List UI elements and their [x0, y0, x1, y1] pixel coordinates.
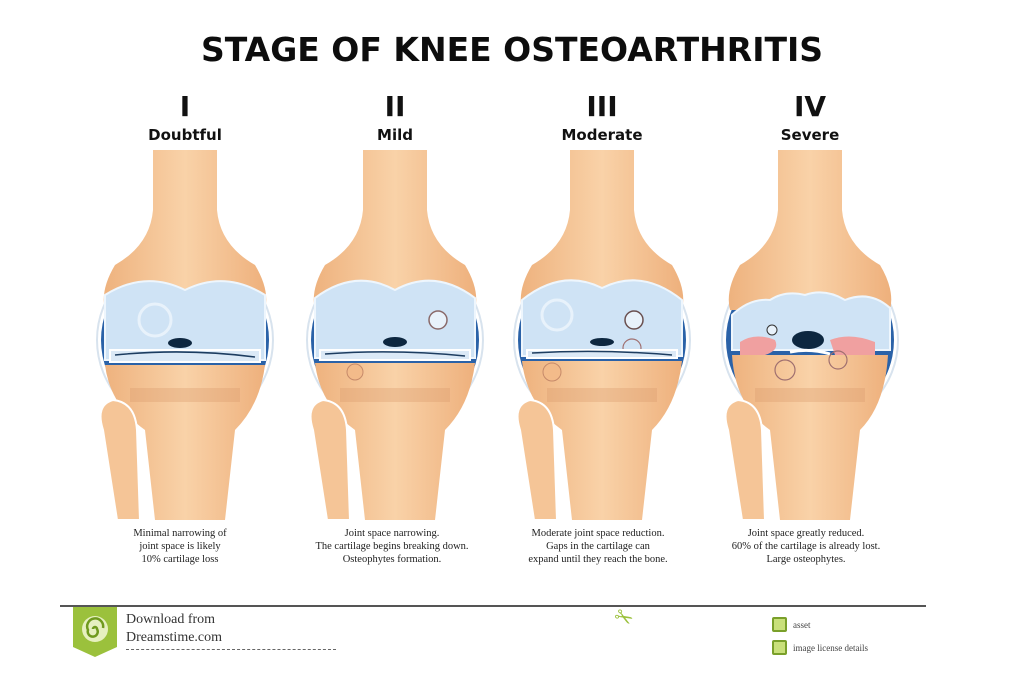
stage-numeral: IV — [793, 90, 827, 123]
stage-4-caption: Joint space greatly reduced. 60% of the … — [686, 527, 926, 566]
legend-item-1: asset — [772, 617, 811, 632]
caption-line: The cartilage begins breaking down. — [315, 541, 469, 552]
caption-line: 60% of the cartilage is already lost. — [731, 541, 881, 552]
caption-line: Joint space narrowing. — [344, 528, 440, 539]
legend-checkbox-icon — [772, 640, 787, 655]
knee-stage-3-illustration — [513, 150, 691, 520]
caption-line: Gaps in the cartilage can — [546, 541, 650, 552]
caption-line: Large osteophytes. — [766, 554, 846, 565]
knee-stage-4-illustration — [721, 150, 899, 520]
legend-label: image license details — [793, 642, 868, 653]
stage-2-caption: Joint space narrowing. The cartilage beg… — [272, 527, 512, 566]
caption-line: Joint space greatly reduced. — [747, 528, 865, 539]
stage-severity: Severe — [780, 126, 840, 144]
legend-item-2: image license details — [772, 640, 868, 655]
watermark-id-line — [126, 649, 336, 651]
stage-4: IV Severe — [705, 90, 915, 520]
stage-numeral: I — [179, 90, 191, 123]
caption-line: Osteophytes formation. — [342, 554, 442, 565]
page-title: STAGE OF KNEE OSTEOARTHRITIS — [200, 30, 824, 69]
watermark-line-1: Download from — [126, 612, 216, 627]
stage-severity: Doubtful — [148, 126, 222, 144]
stage-numeral: II — [384, 90, 406, 123]
stage-1: I Doubtful — [80, 90, 290, 520]
stage-severity: Mild — [377, 126, 413, 144]
stage-3-caption: Moderate joint space reduction. Gaps in … — [478, 527, 718, 566]
knee-stage-1-illustration — [96, 150, 274, 520]
caption-line: Moderate joint space reduction. — [531, 528, 665, 539]
stage-numeral: III — [586, 90, 618, 123]
stage-2: II Mild — [290, 90, 500, 520]
caption-line: joint space is likely — [139, 541, 221, 552]
knee-stage-2-illustration — [306, 150, 484, 520]
stage-3: III Moderate — [497, 90, 707, 520]
watermark-line-2: Dreamstime.com — [126, 630, 223, 645]
footer-divider — [60, 605, 926, 607]
dreamstime-logo-icon — [73, 607, 117, 657]
stage-1-caption: Minimal narrowing of joint space is like… — [60, 527, 300, 566]
stage-severity: Moderate — [561, 126, 643, 144]
legend-checkbox-icon — [772, 617, 787, 632]
caption-line: 10% cartilage loss — [141, 554, 219, 565]
legend-label: asset — [793, 619, 811, 630]
caption-line: expand until they reach the bone. — [528, 554, 668, 565]
caption-line: Minimal narrowing of — [133, 528, 227, 539]
scissors-icon: ✂ — [608, 603, 638, 634]
